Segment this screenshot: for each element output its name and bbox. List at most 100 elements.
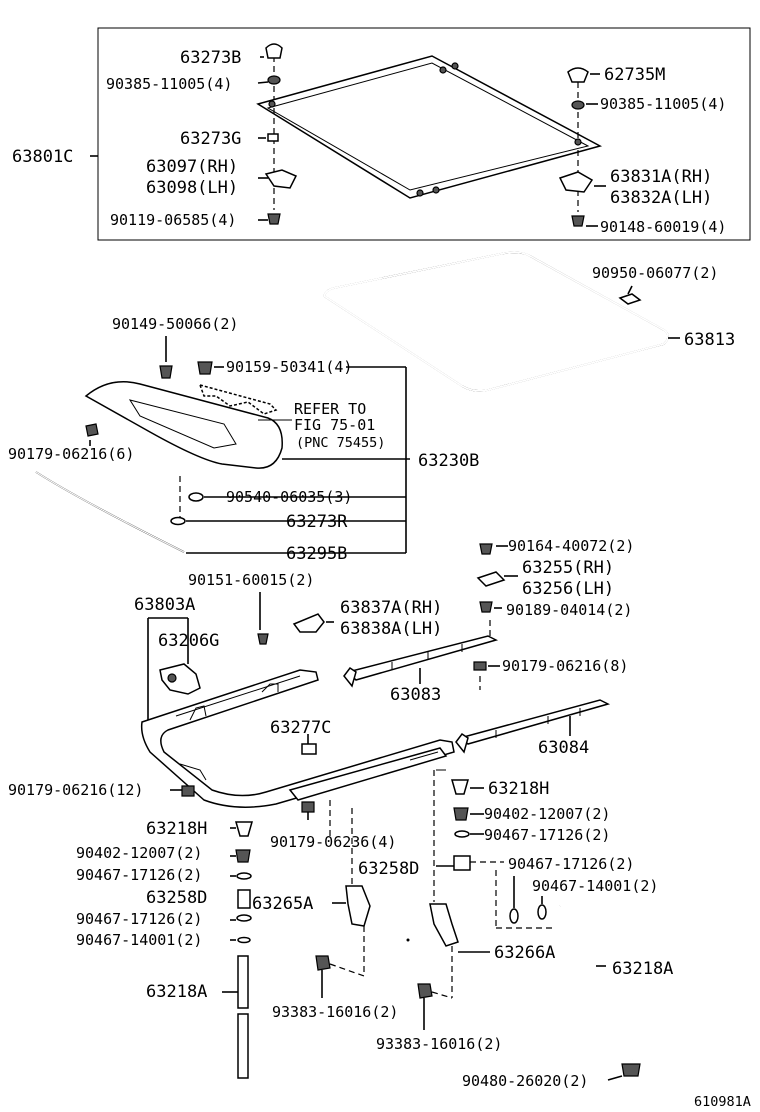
screw-90151-icon [257, 633, 269, 645]
label-63273g: 63273G [180, 129, 241, 149]
deflector-63230b-icon [84, 381, 283, 469]
label-63258d-right: 63258D [358, 859, 419, 879]
label-90467-17126-right-1: 90467-17126(2) [484, 826, 610, 844]
label-90119-06585: 90119-06585(4) [110, 211, 236, 229]
label-63266a: 63266A [494, 943, 555, 963]
glass-assembly-box [97, 27, 751, 241]
label-90540-06035: 90540-06035(3) [226, 488, 352, 506]
clamp-90467-14001-left-icon [237, 936, 251, 944]
label-93383-16016-left: 93383-16016(2) [272, 1003, 398, 1021]
label-90480-26020: 90480-26020(2) [462, 1072, 588, 1090]
label-63230b: 63230B [418, 451, 479, 471]
label-90402-12007-left: 90402-12007(2) [76, 844, 202, 862]
clip-90950-icon [618, 293, 642, 305]
sunroof-glass-panel [256, 55, 603, 199]
label-63273r: 63273R [286, 512, 348, 532]
label-63218a-right: 63218A [612, 959, 673, 979]
bracket-63831a-icon [558, 171, 594, 193]
label-90179-06216-12: 90179-06216(12) [8, 781, 143, 799]
label-63206g: 63206G [158, 631, 219, 651]
nut-90402-left-icon [235, 849, 251, 863]
nut-90179-6-icon [85, 423, 99, 437]
nut-90402-right-icon [453, 807, 469, 821]
bracket-63265a-icon [345, 885, 371, 927]
hose-63218a-right-icon [559, 904, 633, 1061]
nut-90179-8-icon [473, 661, 487, 671]
nut-90179-06236-icon [301, 801, 315, 813]
label-93383-16016-right: 93383-16016(2) [376, 1035, 502, 1053]
screw-90159-icon [197, 361, 213, 375]
frame-assembly-group [140, 543, 611, 820]
hose-63218a-left-icon [237, 955, 249, 1009]
clamp-90467-right-1-icon [454, 830, 470, 838]
label-63831a: 63831A(RH) [610, 167, 712, 187]
clamp-90467-right-2-icon [509, 908, 519, 924]
clip-90480-icon [621, 1063, 641, 1077]
bracket-63837a-icon [292, 613, 325, 633]
label-90467-17126-left-2: 90467-17126(2) [76, 910, 202, 928]
label-refer-to: REFER TO [294, 400, 366, 418]
label-90179-06216-8: 90179-06216(8) [502, 657, 628, 675]
diagram-id: 610981A [694, 1094, 751, 1110]
label-90467-14001-left: 90467-14001(2) [76, 931, 202, 949]
label-fig-75-01: FIG 75-01 [294, 416, 375, 434]
nut-90385-b-icon [571, 100, 585, 110]
clip-63273g-icon [267, 133, 279, 142]
label-63838a: 63838A(LH) [340, 619, 442, 639]
nut-90179-12-icon [181, 785, 195, 797]
clip-62735m-icon [567, 67, 589, 83]
label-63295b: 63295B [286, 544, 347, 564]
grommet-93383-right-icon [417, 983, 433, 999]
drain-63218h-left-icon [235, 821, 253, 837]
sunroof-glass-panel-inner [266, 62, 590, 191]
label-63258d-left: 63258D [146, 888, 207, 908]
glass-assembly-group [90, 27, 751, 241]
clip-63273b-icon [265, 43, 283, 59]
clamp-90467-left-1-icon [236, 872, 252, 880]
clip-63273r-icon [170, 516, 186, 526]
label-90151-60015: 90151-60015(2) [188, 571, 314, 589]
label-63083: 63083 [390, 685, 441, 705]
label-63218h-right: 63218H [488, 779, 549, 799]
label-90950-06077: 90950-06077(2) [592, 264, 718, 282]
label-90159-50341: 90159-50341(4) [226, 358, 352, 376]
label-62735m: 62735M [604, 65, 665, 85]
label-90385-11005-left: 90385-11005(4) [106, 75, 232, 93]
label-90467-17126-right-2: 90467-17126(2) [508, 855, 634, 873]
label-63803a: 63803A [134, 595, 195, 615]
label-63097: 63097(RH) [146, 157, 238, 177]
label-63098: 63098(LH) [146, 178, 238, 198]
screw-90149-icon [159, 365, 173, 379]
bracket-63266a-icon [429, 903, 459, 947]
label-90467-14001-right: 90467-14001(2) [532, 877, 658, 895]
grommet-93383-left-icon [315, 955, 331, 971]
label-90179-06236: 90179-06236(4) [270, 833, 396, 851]
label-90189-04014: 90189-04014(2) [506, 601, 632, 619]
bolt-90119-icon [267, 213, 281, 225]
label-63277c: 63277C [270, 718, 331, 738]
clamp-90467-left-2-icon [236, 914, 252, 922]
label-90148-60019: 90148-60019(4) [600, 218, 726, 236]
label-pnc-75455: (PNC 75455) [296, 435, 385, 451]
label-63218a-left: 63218A [146, 982, 207, 1002]
label-63265a: 63265A [252, 894, 313, 914]
bracket-63255-icon [476, 571, 506, 587]
drain-63258d-left-icon [237, 889, 251, 909]
label-90467-17126-left-1: 90467-17126(2) [76, 866, 202, 884]
label-63256: 63256(LH) [522, 579, 614, 599]
drive-63206g-icon [159, 663, 201, 695]
label-90402-12007-right: 90402-12007(2) [484, 805, 610, 823]
label-63273b: 63273B [180, 48, 241, 68]
label-63084: 63084 [538, 738, 589, 758]
label-63255: 63255(RH) [522, 558, 614, 578]
weatherstrip-63813-group [322, 251, 680, 392]
clip-63277c-icon [301, 743, 317, 755]
drain-hose-group [222, 769, 641, 1081]
label-63837a: 63837A(RH) [340, 598, 442, 618]
bracket-63097-icon [264, 169, 298, 189]
label-90149-50066: 90149-50066(2) [112, 315, 238, 333]
label-63832a: 63832A(LH) [610, 188, 712, 208]
washer-90540-icon [188, 492, 204, 502]
seal-63295b-icon [35, 471, 185, 553]
label-63813: 63813 [684, 330, 735, 350]
